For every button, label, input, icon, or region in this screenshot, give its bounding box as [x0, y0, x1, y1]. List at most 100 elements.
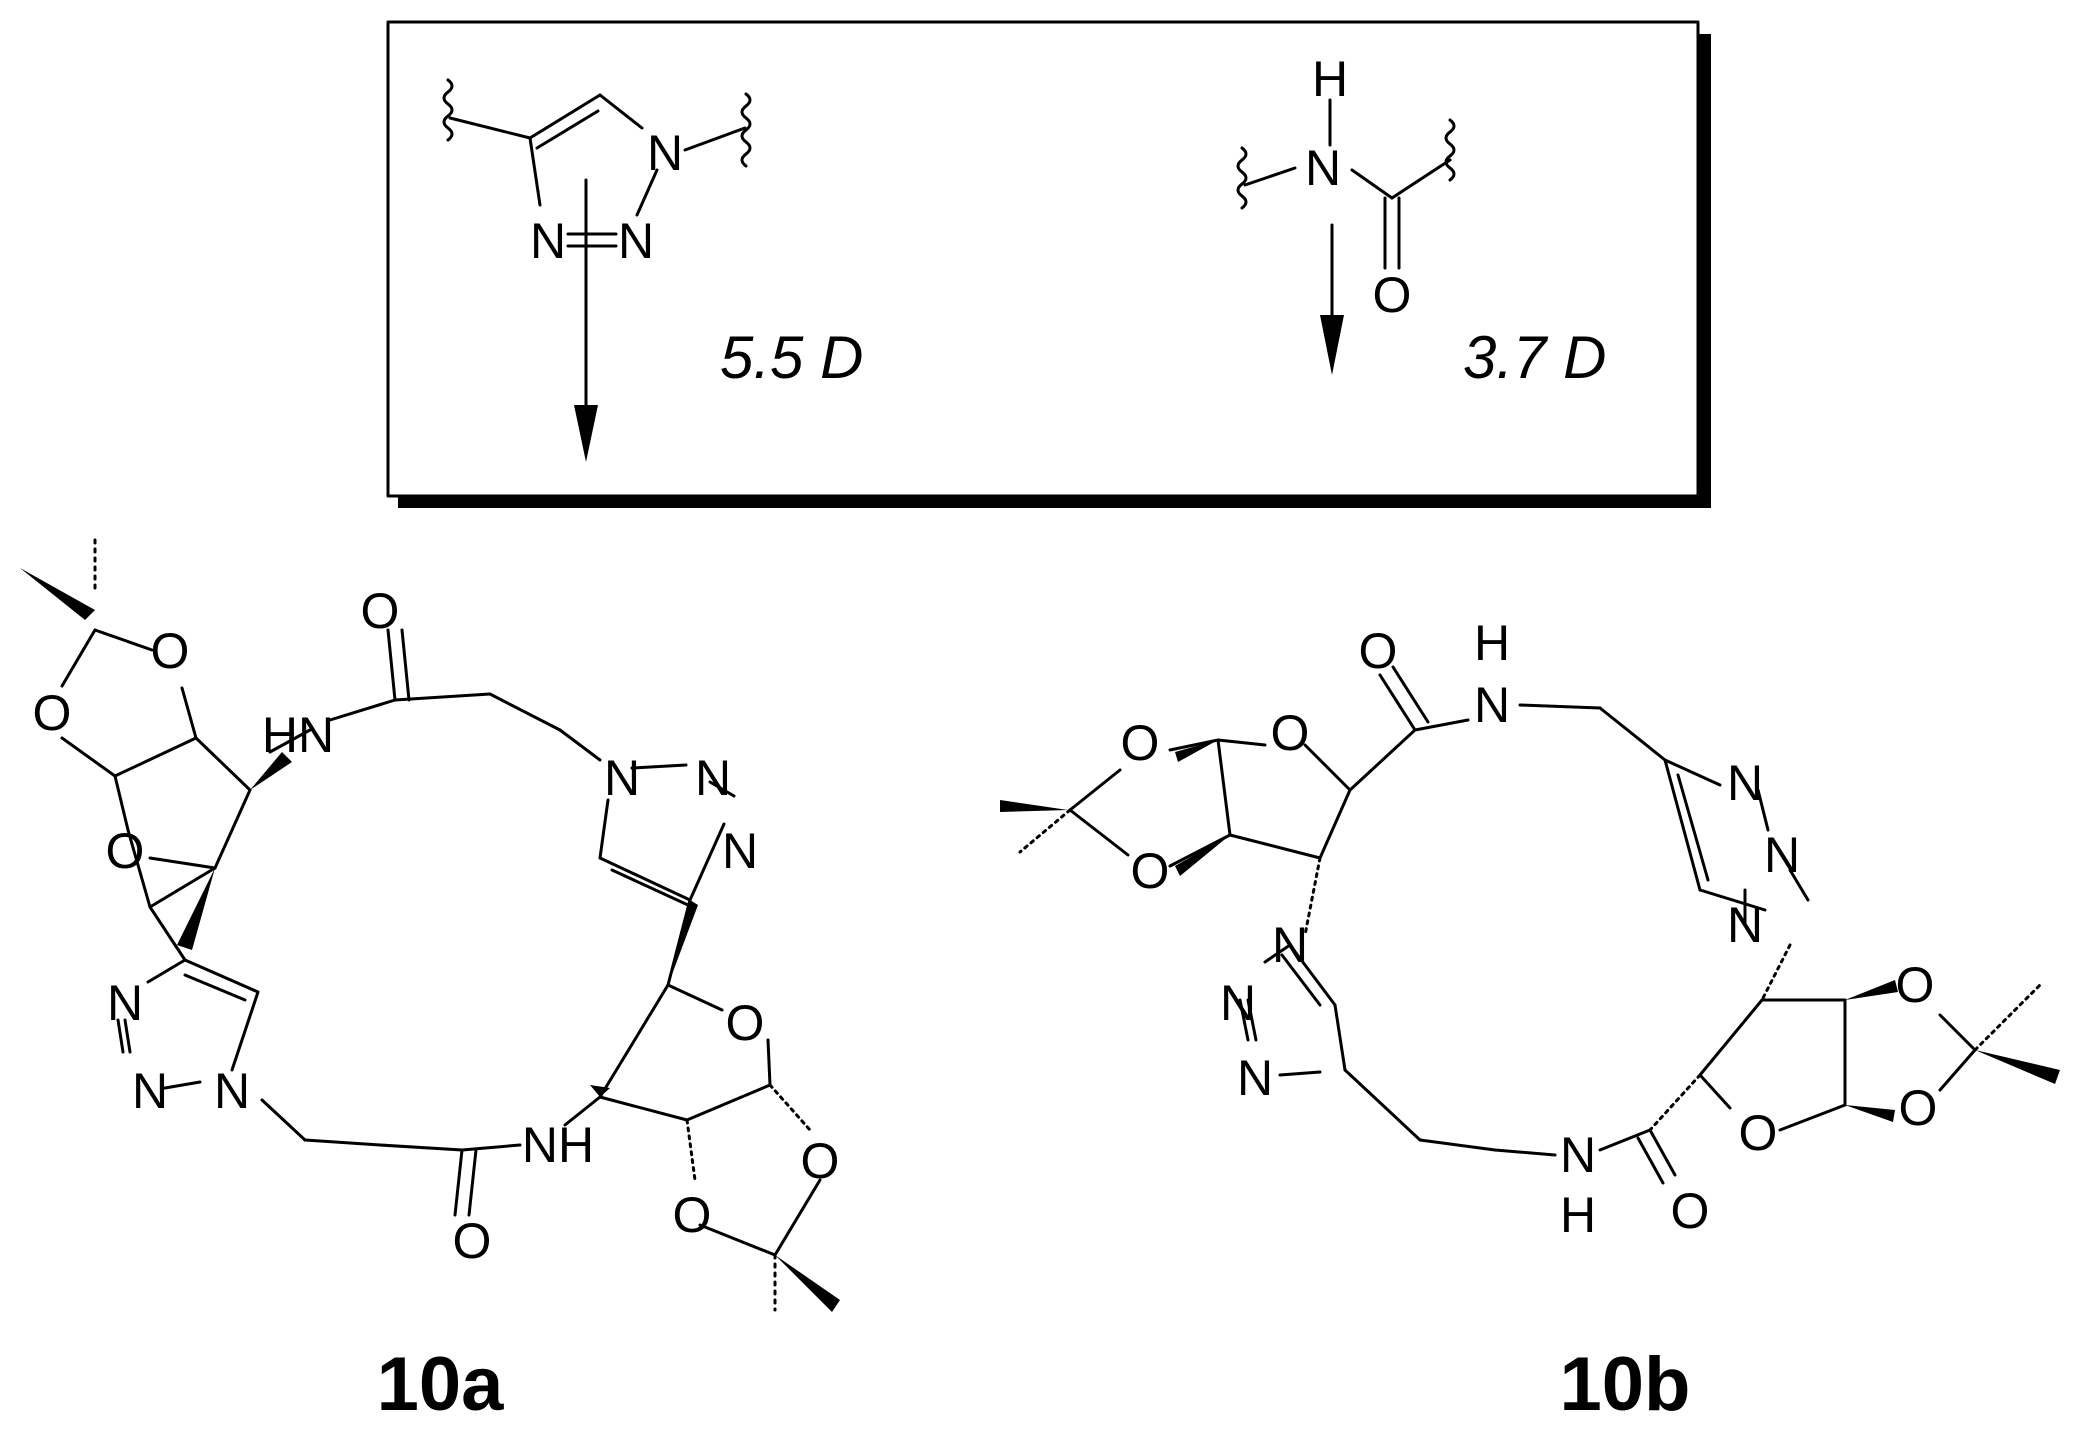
- bond: [1663, 758, 1702, 892]
- atom-label: N: [1272, 917, 1308, 973]
- atom-label: N: [1727, 755, 1763, 811]
- bond: [698, 1223, 777, 1257]
- atom-label: NH: [522, 1117, 594, 1173]
- atom-label: N: [1560, 1127, 1596, 1183]
- bond: [148, 856, 217, 870]
- bond: [488, 692, 562, 732]
- bond: [1698, 1073, 1732, 1110]
- bond: [1228, 833, 1322, 860]
- atom-label: N: [1220, 975, 1256, 1031]
- atom-label: O: [1896, 957, 1935, 1013]
- dipole-arrow-head: [1320, 315, 1344, 375]
- bond: [113, 736, 198, 778]
- bond: [448, 116, 532, 140]
- wedge-bond: [250, 752, 292, 790]
- bond: [1246, 998, 1258, 1042]
- atom-label: O: [1373, 267, 1412, 323]
- atom-label: O: [801, 1133, 840, 1189]
- bond: [268, 728, 312, 754]
- bond: [685, 1118, 697, 1182]
- bond: [1278, 1070, 1322, 1077]
- bond: [93, 628, 154, 652]
- bond: [563, 1095, 602, 1127]
- bond: [1348, 728, 1417, 792]
- bond: [630, 763, 688, 770]
- bond: [467, 1148, 478, 1217]
- atom-label: O: [33, 685, 72, 741]
- bond: [126, 828, 152, 909]
- bond: [598, 983, 670, 1099]
- atom-label: N: [604, 750, 640, 806]
- bond: [535, 109, 600, 150]
- atom-label: O: [1739, 1105, 1778, 1161]
- atom-label: O: [673, 1187, 712, 1243]
- bond: [1698, 888, 1767, 912]
- bond: [148, 866, 217, 909]
- atom-label: N: [695, 750, 731, 806]
- bond: [1280, 953, 1322, 1007]
- bond: [683, 126, 747, 152]
- wedge-bond: [668, 900, 698, 985]
- bond: [1598, 1128, 1652, 1152]
- bond: [1493, 1148, 1557, 1157]
- wedge-bond: [1845, 1105, 1895, 1122]
- wedge-bond: [1975, 1050, 2060, 1084]
- bond: [688, 822, 726, 902]
- bond: [1648, 1128, 1677, 1177]
- bond: [1168, 738, 1220, 752]
- bond: [303, 1138, 382, 1147]
- atom-label: O: [1671, 1183, 1710, 1239]
- bond: [378, 1143, 464, 1152]
- bond: [598, 1095, 689, 1122]
- atom-label: N: [1474, 677, 1510, 733]
- atom-label: N: [1237, 1050, 1273, 1106]
- bond: [260, 1098, 307, 1142]
- stereo-wedges-10a: [20, 568, 840, 1312]
- bond: [213, 788, 252, 870]
- bond: [1663, 758, 1722, 787]
- bond: [1168, 833, 1232, 868]
- atom-label: H: [1560, 1187, 1596, 1243]
- bond: [1788, 868, 1810, 902]
- wedge-bond: [1175, 835, 1230, 876]
- atom-label: O: [361, 583, 400, 639]
- bond: [1263, 943, 1292, 964]
- bond: [528, 136, 542, 207]
- bond: [708, 780, 736, 798]
- bond: [1760, 943, 1792, 1002]
- bond: [1378, 673, 1417, 732]
- atom-label: N: [214, 1063, 250, 1119]
- bond: [1068, 768, 1122, 812]
- bond: [1018, 808, 1072, 854]
- bond: [386, 628, 397, 702]
- bond: [60, 628, 97, 688]
- bond: [1303, 856, 1322, 937]
- bond: [1518, 703, 1602, 710]
- bond: [1778, 1103, 1847, 1132]
- wedge-bond: [1000, 800, 1068, 812]
- dipole-comparison-box: N N N 5.5 D H N O 3.7 D: [386, 20, 1711, 508]
- bond: [598, 93, 644, 130]
- bond: [116, 1018, 125, 1054]
- bond: [1391, 665, 1430, 724]
- bond: [180, 686, 198, 740]
- bond: [768, 1083, 812, 1132]
- bond: [598, 856, 692, 902]
- atom-label: N: [722, 823, 758, 879]
- bond: [60, 736, 117, 778]
- bond: [635, 168, 659, 217]
- bond: [1216, 738, 1267, 747]
- dipole-value-amide: 3.7 D: [1463, 324, 1606, 391]
- bond: [1938, 1013, 1977, 1052]
- wedge-bond: [20, 568, 95, 620]
- compound-label-10a: 10a: [377, 1342, 505, 1427]
- bond: [400, 628, 411, 702]
- bond: [1418, 1138, 1497, 1152]
- bond: [773, 1178, 822, 1257]
- bond: [1216, 738, 1232, 837]
- bond: [194, 736, 252, 792]
- bond: [1350, 168, 1394, 200]
- bond: [146, 958, 187, 984]
- atom-label: O: [1271, 705, 1310, 761]
- bond: [1938, 1048, 1977, 1092]
